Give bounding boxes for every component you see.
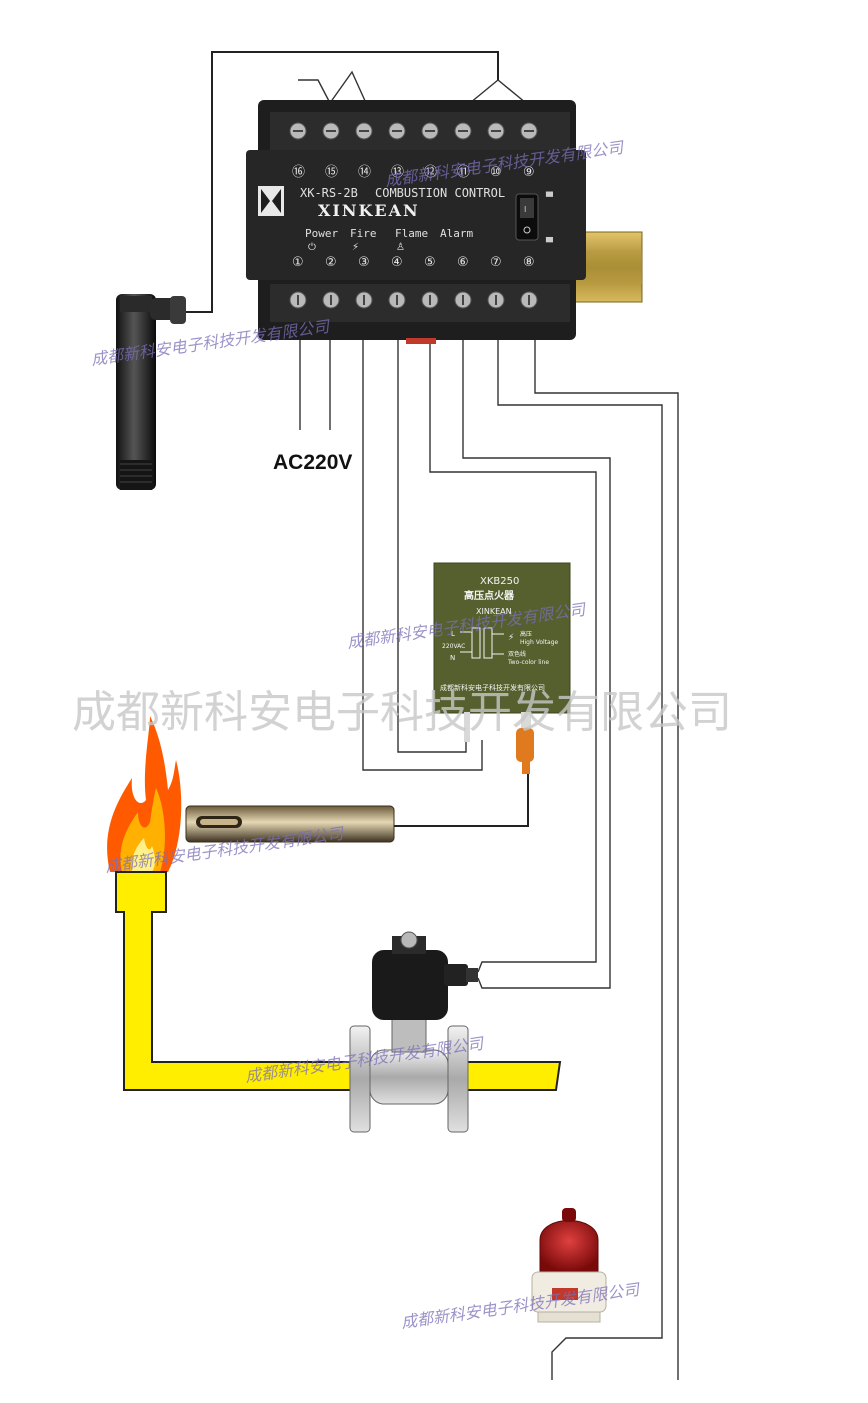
indicator-power-label: Power xyxy=(305,227,338,240)
top-terminal-number: ⑯ xyxy=(292,165,305,180)
xinkean-logo xyxy=(258,186,284,216)
power-label: AC220V xyxy=(273,451,352,474)
top-terminal-screw[interactable] xyxy=(454,122,472,140)
wire-valve-1 xyxy=(429,338,597,973)
indicator-flame-label: Flame xyxy=(395,227,428,240)
igniter-model: XKB250 xyxy=(480,576,519,587)
top-screws xyxy=(289,122,538,140)
top-terminal-screw[interactable] xyxy=(421,122,439,140)
switch-off-icon: ▄ xyxy=(545,233,554,243)
top-terminal-screw[interactable] xyxy=(289,122,307,140)
indicator-fire-label: Fire xyxy=(350,227,377,240)
bottom-terminal-number: ⑤ xyxy=(424,255,436,270)
controller-fuse-tab xyxy=(406,338,436,344)
wire-high-voltage xyxy=(394,772,529,827)
bottom-terminal-screw[interactable] xyxy=(289,291,307,309)
combustion-controller: ⑯ ⑮ ⑭ ⑬ ⑫ ⑪ ⑩ ⑨ ① ② ③ ④ ⑤ ⑥ ⑦ ⑧ XK-RS-2B COMBUSTION CO… xyxy=(246,100,586,344)
igniter-hv-cn: 高压 xyxy=(520,630,532,638)
bottom-terminal-screw[interactable] xyxy=(322,291,340,309)
igniter-hv-boot xyxy=(516,728,534,762)
burner-flame xyxy=(107,716,182,872)
bottom-terminal-number: ② xyxy=(325,255,337,270)
wire-alarm-1 xyxy=(497,338,663,1380)
watermark-large: 成都新科安电子科技开发有限公司 xyxy=(72,687,732,738)
wire-branch-top-right xyxy=(469,79,527,104)
bottom-terminal-strip xyxy=(270,284,570,322)
igniter-maker: 成都新科安电子科技开发有限公司 xyxy=(440,683,545,692)
top-terminal-screw[interactable] xyxy=(388,122,406,140)
uv-flame-sensor xyxy=(116,294,186,490)
wire-alarm-2 xyxy=(534,338,679,1380)
bottom-terminal-screw[interactable] xyxy=(520,291,538,309)
bottom-terminal-number: ③ xyxy=(358,255,370,270)
wire-jumper-top-left xyxy=(298,70,367,104)
bottom-terminal-number: ⑥ xyxy=(457,255,469,270)
top-terminal-number: ⑩ xyxy=(490,165,502,180)
igniter-name: 高压点火器 xyxy=(464,589,515,602)
top-terminal-number: ⑭ xyxy=(358,165,371,180)
top-terminal-number: ⑨ xyxy=(523,165,535,180)
valve-connector xyxy=(444,964,468,986)
power-switch[interactable]: I xyxy=(515,193,539,241)
controller-title: COMBUSTION CONTROL xyxy=(375,186,505,200)
bottom-terminal-screw[interactable] xyxy=(421,291,439,309)
igniter-earth-cn: 双色线 xyxy=(508,650,526,658)
igniter-earth-en: Two-color line xyxy=(507,659,549,666)
transformer-symbol xyxy=(460,627,504,659)
top-terminal-numbers: ⑯ ⑮ ⑭ ⑬ ⑫ ⑪ ⑩ ⑨ xyxy=(292,165,535,180)
igniter-n-label: N xyxy=(450,654,455,662)
alarm-lamp xyxy=(531,1208,607,1323)
power-icon: ⏻ xyxy=(308,242,316,253)
bottom-terminal-screw[interactable] xyxy=(487,291,505,309)
bottom-terminal-screw[interactable] xyxy=(454,291,472,309)
igniter-l-label: L xyxy=(451,630,455,638)
flame-icon: ♙ xyxy=(396,242,405,253)
igniter-hv-en: High Voltage xyxy=(520,639,559,646)
wire-flame-sensor xyxy=(184,51,499,313)
top-terminal-strip xyxy=(270,112,570,150)
top-terminal-number: ⑫ xyxy=(424,165,437,180)
indicator-alarm-label: Alarm xyxy=(440,227,473,240)
wire-valve-2 xyxy=(462,338,611,989)
wire-igniter-n xyxy=(397,338,467,753)
igniter-voltage-label: 220VAC xyxy=(442,643,465,650)
bottom-terminal-number: ⑦ xyxy=(490,255,502,270)
ignition-probe xyxy=(185,805,395,843)
top-terminal-screw[interactable] xyxy=(487,122,505,140)
fire-icon: ⚡ xyxy=(352,242,359,253)
switch-on-mark: I xyxy=(524,205,526,214)
valve-coil xyxy=(372,950,448,1020)
high-voltage-igniter: XKB250 高压点火器 XINKEAN L N 220VAC ⚡ 高压 Hig… xyxy=(433,562,571,774)
gas-pipe xyxy=(115,871,562,1091)
top-terminal-number: ⑬ xyxy=(391,165,404,180)
top-terminal-number: ⑪ xyxy=(457,165,470,180)
bottom-terminal-number: ① xyxy=(292,255,304,270)
bottom-screws xyxy=(289,291,538,309)
wire-igniter-l xyxy=(362,338,483,771)
igniter-input-lead xyxy=(464,712,470,742)
high-voltage-icon: ⚡ xyxy=(508,633,514,643)
controller-label-plate xyxy=(246,150,586,280)
controller-brand: XINKEAN xyxy=(318,201,420,220)
igniter-hv-post xyxy=(521,712,531,728)
bottom-terminal-screw[interactable] xyxy=(388,291,406,309)
bottom-terminal-number: ④ xyxy=(391,255,403,270)
switch-on-icon: ▀ xyxy=(545,191,554,203)
bottom-terminal-screw[interactable] xyxy=(355,291,373,309)
switch-off-mark xyxy=(523,226,531,234)
top-terminal-screw[interactable] xyxy=(520,122,538,140)
bottom-terminal-numbers: ① ② ③ ④ ⑤ ⑥ ⑦ ⑧ xyxy=(292,255,535,270)
wiring xyxy=(184,51,679,1380)
top-terminal-screw[interactable] xyxy=(355,122,373,140)
solenoid-valve xyxy=(349,931,478,1133)
top-terminal-number: ⑮ xyxy=(325,165,338,180)
bottom-terminal-number: ⑧ xyxy=(523,255,535,270)
top-terminal-screw[interactable] xyxy=(322,122,340,140)
igniter-subtitle: XINKEAN xyxy=(476,607,512,616)
controller-model: XK-RS-2B xyxy=(300,186,358,200)
